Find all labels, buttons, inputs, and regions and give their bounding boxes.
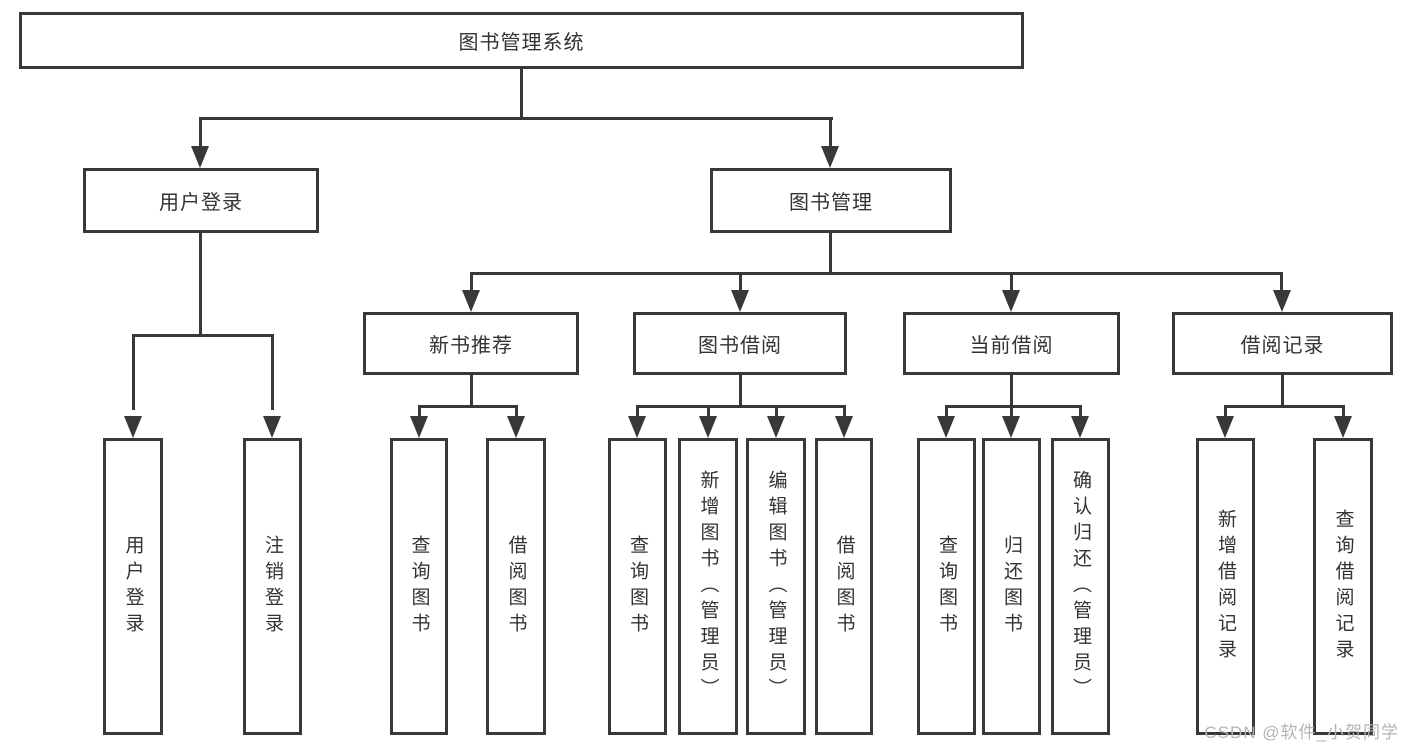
arrow-down-icon: [507, 416, 525, 438]
connector-line: [829, 233, 832, 275]
connector-line: [1224, 405, 1227, 418]
node-label: 图书管理: [789, 192, 873, 214]
leaf-cb-confirm-return-admin: 确认归还（管理员）: [1051, 438, 1110, 735]
connector-line: [470, 375, 473, 408]
node-label: 查询图书: [408, 534, 430, 639]
node-book-borrowing: 图书借阅: [633, 312, 847, 375]
connector-line: [520, 69, 523, 120]
arrow-down-icon: [124, 416, 142, 438]
connector-line: [470, 272, 1283, 275]
arrow-down-icon: [1216, 416, 1234, 438]
connector-line: [739, 375, 742, 408]
leaf-cb-return-books: 归还图书: [982, 438, 1041, 735]
arrow-down-icon: [1002, 290, 1020, 312]
connector-line: [132, 334, 135, 410]
node-label: 新书推荐: [429, 335, 513, 357]
connector-line: [739, 272, 742, 292]
connector-line: [829, 117, 832, 149]
node-label: 借阅记录: [1240, 335, 1325, 357]
arrow-down-icon: [628, 416, 646, 438]
node-borrowing-records: 借阅记录: [1172, 312, 1393, 375]
connector-line: [636, 405, 846, 408]
node-label: 借阅图书: [833, 534, 855, 639]
arrow-down-icon: [263, 416, 281, 438]
arrow-down-icon: [767, 416, 785, 438]
node-label: 查询图书: [627, 534, 648, 639]
leaf-br-add-record: 新增借阅记录: [1196, 438, 1255, 735]
arrow-down-icon: [1071, 416, 1089, 438]
arrow-down-icon: [821, 146, 839, 168]
node-label: 查询借阅记录: [1332, 508, 1354, 665]
watermark: CSDN @软件_小贺同学: [1204, 723, 1399, 742]
node-label: 查询图书: [936, 534, 957, 639]
arrow-down-icon: [937, 416, 955, 438]
connector-line: [636, 405, 639, 418]
leaf-user-login: 用户登录: [103, 438, 163, 735]
connector-line: [199, 233, 202, 337]
node-current-borrowing: 当前借阅: [903, 312, 1120, 375]
leaf-bb-borrow-books: 借阅图书: [815, 438, 873, 735]
connector-line: [132, 334, 274, 337]
arrow-down-icon: [1334, 416, 1352, 438]
leaf-logout: 注销登录: [243, 438, 302, 735]
arrow-down-icon: [699, 416, 717, 438]
connector-line: [1079, 405, 1082, 418]
connector-line: [470, 272, 473, 292]
node-user-login: 用户登录: [83, 168, 319, 233]
connector-line: [1342, 405, 1345, 418]
connector-line: [418, 405, 518, 408]
connector-line: [1010, 375, 1013, 408]
arrow-down-icon: [731, 290, 749, 312]
node-label: 编辑图书（管理员）: [765, 469, 787, 704]
connector-line: [1280, 272, 1283, 292]
connector-line: [515, 405, 518, 418]
connector-line: [418, 405, 421, 418]
node-label: 用户登录: [159, 192, 243, 214]
leaf-cb-query-books: 查询图书: [917, 438, 976, 735]
connector-line: [945, 405, 948, 418]
connector-line: [199, 117, 202, 149]
node-label: 当前借阅: [969, 335, 1054, 357]
node-book-management: 图书管理: [710, 168, 952, 233]
node-book-management-system: 图书管理系统: [19, 12, 1024, 69]
connector-line: [707, 405, 710, 418]
arrow-down-icon: [1273, 290, 1291, 312]
node-label: 新增借阅记录: [1215, 508, 1236, 665]
arrow-down-icon: [835, 416, 853, 438]
connector-line: [199, 117, 833, 120]
node-label: 图书借阅: [698, 335, 782, 357]
node-label: 图书管理系统: [458, 32, 585, 54]
node-label: 借阅图书: [505, 534, 527, 639]
leaf-nbr-borrow-books: 借阅图书: [486, 438, 546, 735]
node-new-book-recommend: 新书推荐: [363, 312, 579, 375]
connector-line: [1224, 405, 1345, 408]
connector-line: [1281, 375, 1284, 408]
leaf-bb-edit-books-admin: 编辑图书（管理员）: [746, 438, 806, 735]
node-label: 归还图书: [1001, 534, 1022, 639]
connector-line: [775, 405, 778, 418]
connector-line: [1010, 272, 1013, 292]
arrow-down-icon: [462, 290, 480, 312]
leaf-bb-add-books-admin: 新增图书（管理员）: [678, 438, 738, 735]
connector-line: [271, 334, 274, 410]
node-label: 注销登录: [262, 534, 283, 639]
connector-line: [843, 405, 846, 418]
arrow-down-icon: [191, 146, 209, 168]
node-label: 确认归还（管理员）: [1070, 469, 1091, 704]
connector-line: [1010, 405, 1013, 418]
leaf-bb-query-books: 查询图书: [608, 438, 667, 735]
arrow-down-icon: [1002, 416, 1020, 438]
leaf-nbr-query-books: 查询图书: [390, 438, 448, 735]
connector-line: [945, 405, 1082, 408]
leaf-br-query-record: 查询借阅记录: [1313, 438, 1373, 735]
node-label: 新增图书（管理员）: [697, 469, 719, 704]
arrow-down-icon: [410, 416, 428, 438]
node-label: 用户登录: [122, 534, 144, 639]
